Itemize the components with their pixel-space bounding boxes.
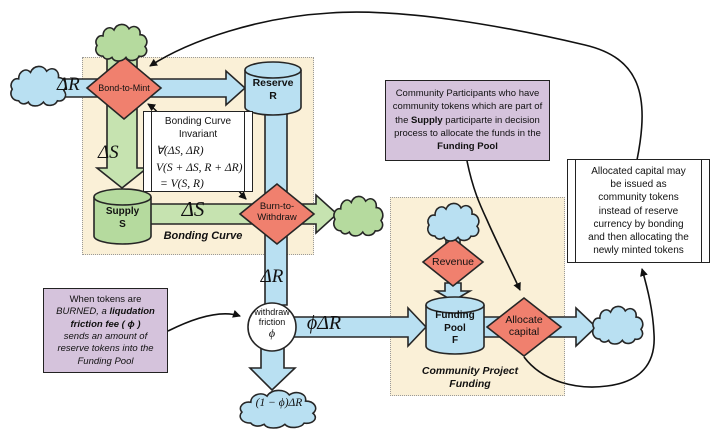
note-line: sends an amount of (63, 331, 148, 343)
revenue-funding-band (433, 282, 473, 302)
label-line: Reserve (252, 77, 294, 89)
label-line: F (451, 335, 459, 346)
note-text-bold: liqudation (109, 306, 155, 318)
caption-line: Funding (449, 378, 491, 391)
purpletop-to-allocate-wire (466, 160, 521, 291)
invariant-box: Bonding Curve Invariant ∀(ΔS, ΔR) V(S + … (143, 111, 253, 192)
withdraw-friction-circle (247, 302, 297, 352)
reserve-label: Reserve R (245, 77, 301, 103)
note-line: community tokens which are part of (392, 101, 543, 113)
note-line: BURNED, a liqudation (44, 306, 167, 318)
label-line-phi: ϕ (268, 325, 276, 340)
bond-to-mint-label: Bond-to-Mint (98, 83, 150, 93)
delta-s-burn-label: ΔS (181, 197, 205, 221)
label-line: Pool (444, 322, 466, 334)
note-line: currency by bonding (593, 218, 684, 230)
delta-r-withdraw-label: ΔR (260, 266, 284, 287)
reserve-cylinder (244, 61, 302, 116)
note-line: newly minted tokens (593, 245, 684, 257)
burn-out-cloud (333, 195, 384, 237)
phi-delta-r-label: ϕΔR (306, 312, 342, 334)
burn-to-withdraw-label: Burn-to- Withdraw (240, 201, 314, 224)
note-line-bold: friction fee ( ϕ ) (70, 318, 141, 330)
burned-tokens-note: When tokens are BURNED, a liqudation fri… (43, 288, 168, 373)
allocated-capital-note: Allocated capital may be issued as commu… (567, 159, 710, 263)
allocate-to-whitebox-wire (523, 268, 655, 388)
note-line: When tokens are (69, 294, 142, 305)
label-line: Withdraw (257, 211, 297, 223)
purplebottom-to-circle-wire (167, 309, 241, 332)
note-text: BURNED, a (56, 306, 110, 318)
allocate-out-cloud (592, 305, 644, 345)
label-line: withdraw (254, 307, 290, 317)
note-text-bold: Supply (411, 114, 443, 126)
invariant-math-line1: ∀(ΔS, ΔR) (156, 145, 204, 157)
note-line-bold: Funding Pool (437, 141, 498, 153)
allocate-capital-label: Allocate capital (487, 314, 561, 338)
label-line: Supply (105, 206, 140, 217)
caption-line: Community Project (421, 365, 519, 377)
label-line: S (119, 218, 126, 230)
burn-to-withdraw-diamond (238, 182, 316, 246)
note-text: the (395, 114, 411, 126)
bonding-curve-caption: Bonding Curve (163, 230, 243, 242)
revenue-diamond (421, 236, 485, 288)
supply-cylinder (93, 188, 152, 245)
note-line: process to allocate the funds in the (394, 127, 541, 139)
note-line: reserve tokens into the (57, 343, 154, 355)
label-line: friction (258, 317, 286, 328)
mint-out-cloud (95, 23, 148, 62)
revenue-in-cloud (427, 202, 480, 242)
note-line: Allocated capital may (591, 166, 686, 177)
note-line: be issued as (610, 179, 667, 191)
invariant-title-line1: Bonding Curve (164, 116, 232, 127)
label-line: Burn-to- (259, 201, 295, 212)
community-participants-note: Community Participants who have communit… (385, 80, 550, 161)
note-line: Community Participants who have (395, 88, 540, 99)
community-project-funding-caption: Community Project Funding (402, 365, 538, 391)
invariant-math-line3: = V(S, R) (160, 178, 204, 191)
delta-s-mint-label: ΔS (98, 142, 119, 163)
note-line: the Supply participarte in decision (386, 114, 549, 127)
invariant-math-line2: V(S + ΔS, R + ΔR) (156, 161, 243, 174)
label-line: capital (508, 326, 540, 339)
withdraw-friction-label: withdraw friction ϕ (249, 307, 295, 340)
note-line: Funding Pool (77, 355, 134, 367)
supply-label: Supply S (94, 206, 151, 231)
revenue-label: Revenue (431, 256, 475, 268)
note-text: participarte in decision (442, 114, 540, 126)
one-minus-phi-delta-r-label: (1 − ϕ)ΔR (255, 397, 303, 409)
note-line: community tokens (598, 192, 679, 204)
invariant-title-line2: Invariant (178, 128, 218, 140)
bond-to-mint-diamond (85, 55, 163, 121)
phidr-band (289, 305, 428, 349)
label-line: Allocate (505, 314, 543, 326)
label-line: R (269, 90, 277, 103)
note-line: instead of reserve (598, 205, 679, 217)
delta-r-in-label: ΔR (57, 74, 80, 95)
whitebox-to-bond-wire (149, 11, 643, 161)
allocate-capital-diamond (485, 296, 563, 358)
note-line: and then allocating the (588, 231, 689, 243)
label-line: Funding (435, 310, 475, 321)
funding-pool-cylinder (425, 296, 485, 355)
funding-pool-label: Funding Pool F (426, 310, 484, 348)
withdraw-out-band (248, 346, 297, 392)
